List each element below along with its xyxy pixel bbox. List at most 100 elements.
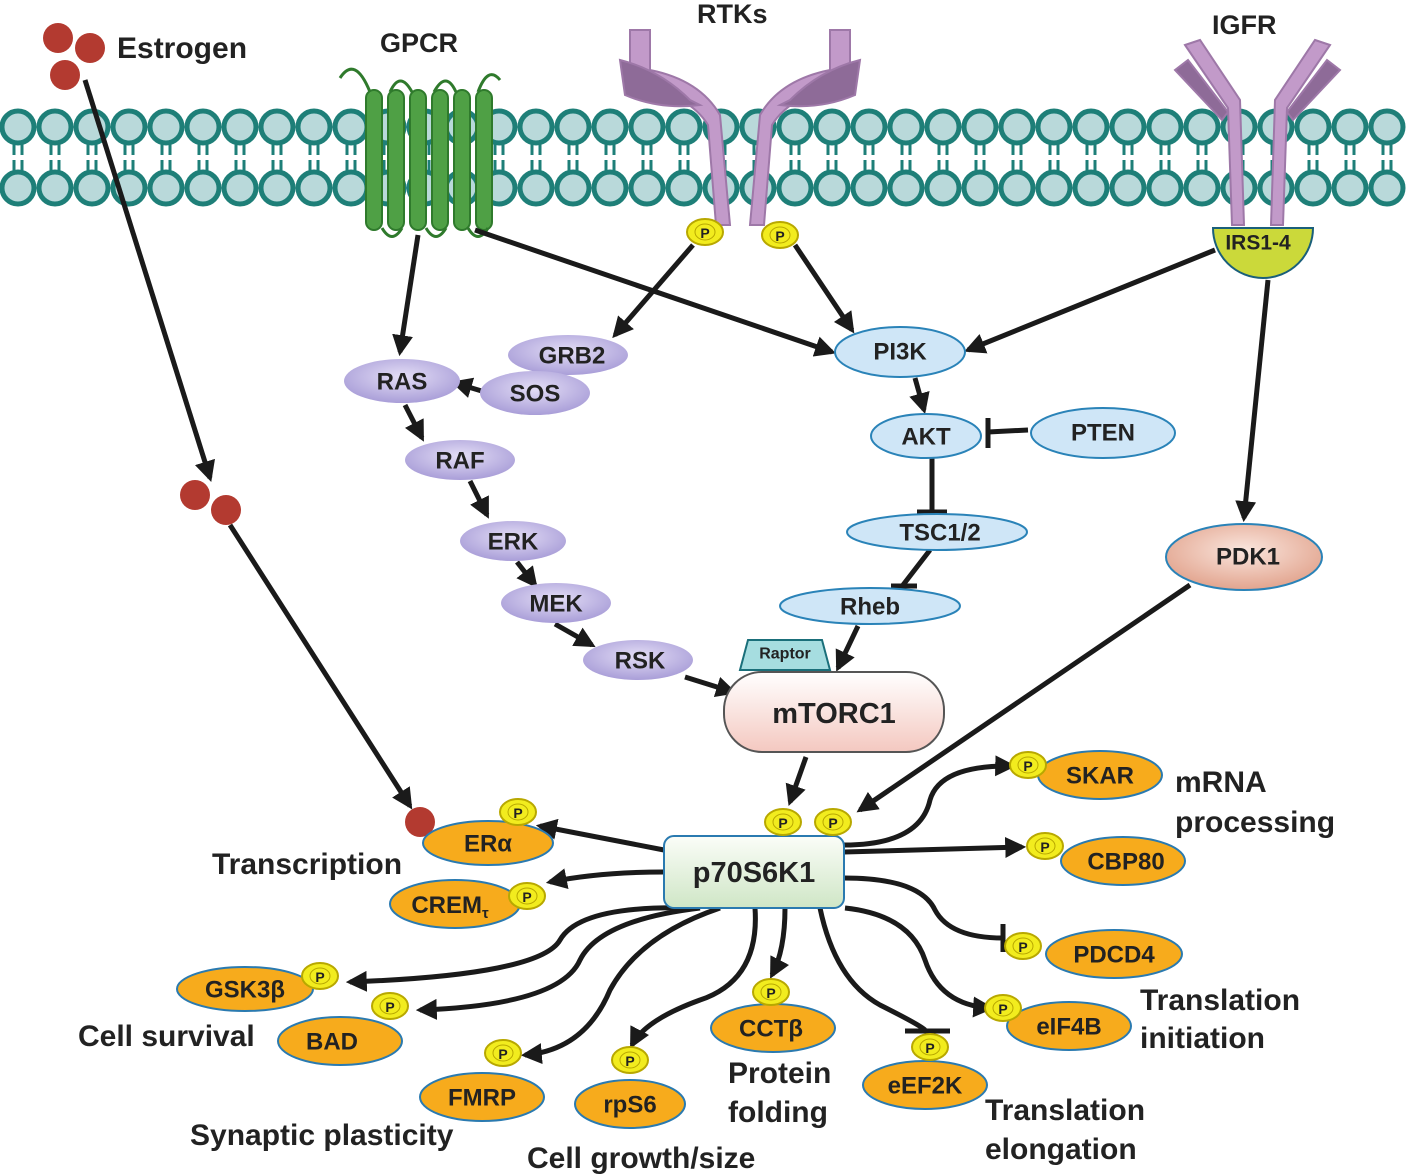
lipid-head bbox=[221, 169, 259, 207]
p70s6k1-label: p70S6K1 bbox=[693, 857, 816, 889]
phospho-label: P bbox=[998, 1001, 1007, 1017]
lipid-head bbox=[554, 108, 592, 146]
lipid-head bbox=[1035, 169, 1073, 207]
estrogen-label: Estrogen bbox=[117, 32, 247, 65]
cell-survival-label: Cell survival bbox=[78, 1020, 255, 1053]
phospho-badge: P bbox=[508, 882, 546, 910]
function-labels: Transcription mRNA processing Cell survi… bbox=[78, 766, 1335, 1175]
mek-node[interactable]: MEK bbox=[501, 583, 611, 623]
svg-text:ERK: ERK bbox=[488, 529, 539, 556]
lipid-head bbox=[184, 169, 222, 207]
svg-text:BAD: BAD bbox=[306, 1029, 358, 1056]
raf-node[interactable]: RAF bbox=[405, 440, 515, 480]
svg-text:MEK: MEK bbox=[529, 591, 583, 618]
svg-text:CBP80: CBP80 bbox=[1087, 849, 1164, 876]
phospho-badge: P bbox=[814, 808, 852, 836]
lipid-head bbox=[924, 108, 962, 146]
akt-node[interactable]: AKT bbox=[870, 413, 982, 459]
phospho-label: P bbox=[625, 1053, 634, 1069]
lipid-head bbox=[36, 169, 74, 207]
rps6-node[interactable]: rpS6 bbox=[574, 1079, 686, 1129]
skar-node[interactable]: SKAR bbox=[1037, 750, 1163, 800]
phospho-label: P bbox=[513, 805, 522, 821]
bad-node[interactable]: BAD bbox=[277, 1016, 403, 1066]
lipid-head bbox=[813, 108, 851, 146]
tsc-node[interactable]: TSC1/2 bbox=[846, 513, 1028, 551]
lipid-head bbox=[998, 108, 1036, 146]
lipid-head bbox=[665, 108, 703, 146]
erk-node[interactable]: ERK bbox=[460, 521, 566, 561]
p70s6k1-kinase[interactable]: p70S6K1 bbox=[663, 835, 845, 909]
phospho-label: P bbox=[385, 999, 394, 1015]
rsk-node[interactable]: RSK bbox=[583, 640, 693, 680]
eef2k-node[interactable]: eEF2K bbox=[862, 1060, 988, 1110]
lipid-head bbox=[887, 169, 925, 207]
svg-text:TSC1/2: TSC1/2 bbox=[899, 520, 980, 547]
cctb-node[interactable]: CCTβ bbox=[710, 1003, 836, 1053]
lipid-head bbox=[295, 108, 333, 146]
phospho-badge: P bbox=[484, 1039, 522, 1067]
lipid-head bbox=[591, 169, 629, 207]
sos-node[interactable]: SOS bbox=[480, 371, 590, 415]
rheb-node[interactable]: Rheb bbox=[779, 587, 961, 625]
lipid-head bbox=[1294, 169, 1332, 207]
estrogen-molecules-icon bbox=[43, 23, 435, 837]
phospho-label: P bbox=[778, 815, 787, 831]
svg-text:SKAR: SKAR bbox=[1066, 763, 1134, 790]
lipid-head bbox=[665, 169, 703, 207]
lipid-head bbox=[147, 169, 185, 207]
cell-growth-label: Cell growth/size bbox=[527, 1142, 755, 1175]
cbp80-node[interactable]: CBP80 bbox=[1060, 836, 1186, 886]
pathway-arrows bbox=[82, 79, 1271, 1065]
lipid-head bbox=[961, 108, 999, 146]
svg-text:FMRP: FMRP bbox=[448, 1085, 516, 1112]
svg-text:PI3K: PI3K bbox=[873, 339, 927, 366]
phospho-label: P bbox=[1018, 939, 1027, 955]
irs-adaptor: IRS1-4 bbox=[1211, 227, 1315, 279]
crem-node[interactable]: CREMτ bbox=[389, 879, 521, 929]
pi3k-node[interactable]: PI3K bbox=[834, 326, 966, 378]
svg-text:GSK3β: GSK3β bbox=[205, 977, 285, 1004]
protein-label-1: Protein bbox=[728, 1057, 831, 1090]
phospho-badge: P bbox=[686, 218, 724, 246]
pdcd4-node[interactable]: PDCD4 bbox=[1045, 929, 1183, 979]
svg-text:eIF4B: eIF4B bbox=[1036, 1014, 1101, 1041]
irs-label: IRS1-4 bbox=[1225, 232, 1291, 255]
gpcr-label: GPCR bbox=[380, 28, 458, 58]
initiation-label-1: Translation bbox=[1140, 984, 1300, 1017]
lipid-head bbox=[924, 169, 962, 207]
era-node[interactable]: ERα bbox=[422, 820, 554, 866]
pten-node[interactable]: PTEN bbox=[1030, 407, 1176, 459]
svg-text:PDK1: PDK1 bbox=[1216, 544, 1280, 571]
lipid-head bbox=[850, 169, 888, 207]
lipid-head bbox=[1183, 169, 1221, 207]
phospho-badge: P bbox=[1009, 751, 1047, 779]
pdk1-node[interactable]: PDK1 bbox=[1165, 523, 1323, 591]
lipid-head bbox=[813, 169, 851, 207]
fmrp-node[interactable]: FMRP bbox=[419, 1072, 545, 1122]
synaptic-label: Synaptic plasticity bbox=[190, 1119, 454, 1152]
ras-node[interactable]: RAS bbox=[344, 359, 460, 403]
phospho-badge: P bbox=[911, 1033, 949, 1061]
lipid-head bbox=[0, 169, 37, 207]
grb2-node[interactable]: GRB2 bbox=[508, 335, 628, 375]
igfr-label: IGFR bbox=[1212, 10, 1277, 40]
svg-text:ERα: ERα bbox=[464, 831, 512, 858]
mrna-label-1: mRNA bbox=[1175, 766, 1267, 799]
svg-text:CREMτ: CREMτ bbox=[411, 892, 489, 922]
lipid-head bbox=[1183, 108, 1221, 146]
protein-label-2: folding bbox=[728, 1096, 828, 1129]
mtorc1-complex[interactable]: Raptor mTORC1 bbox=[723, 639, 945, 753]
lipid-head bbox=[850, 108, 888, 146]
gsk3b-node[interactable]: GSK3β bbox=[176, 966, 314, 1012]
phospho-label: P bbox=[925, 1040, 934, 1056]
phospho-badge: P bbox=[499, 798, 537, 826]
lipid-head bbox=[1368, 108, 1406, 146]
lipid-head bbox=[517, 169, 555, 207]
eif4b-node[interactable]: eIF4B bbox=[1006, 1001, 1132, 1051]
phospho-badge: P bbox=[301, 962, 339, 990]
lipid-head bbox=[1035, 108, 1073, 146]
rtks-label: RTKs bbox=[697, 0, 768, 29]
svg-text:RAS: RAS bbox=[377, 369, 428, 396]
